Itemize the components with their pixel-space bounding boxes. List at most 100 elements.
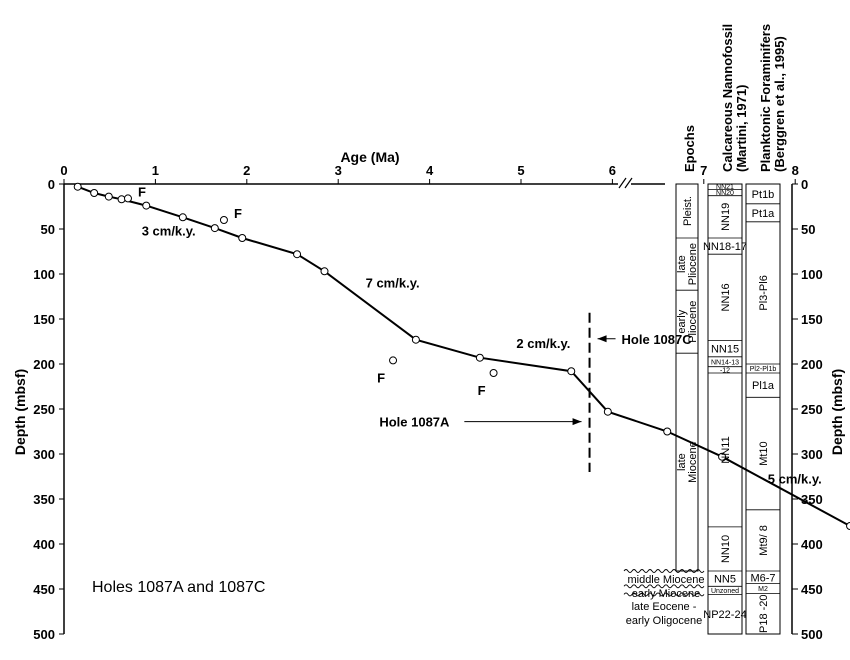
datum-point: [238, 234, 247, 242]
outlier-point: [123, 194, 132, 203]
hole-1087c-label: Hole 1087C: [622, 332, 693, 347]
right-y-tick-label: 100: [801, 267, 823, 282]
rate-label-3: 3 cm/k.y.: [142, 223, 196, 238]
x-axis-label: Age (Ma): [340, 149, 399, 165]
foram-header-1: Planktonic Foraminifers: [758, 24, 773, 172]
unconformity-line: [623, 584, 705, 589]
foram-column: [745, 183, 781, 635]
x-tick-label: 1: [152, 163, 159, 178]
hole-1087a-arrowhead: [572, 418, 582, 426]
x-tick-label: 6: [609, 163, 616, 178]
y-tick-label: 250: [33, 402, 55, 417]
right-y-tick-label: 450: [801, 582, 823, 597]
foram-zone-label: Pt1a: [752, 208, 776, 220]
nanno-zone-label: NN11: [720, 436, 732, 463]
y-tick-label: 0: [48, 177, 55, 192]
axis-break-mark: [624, 177, 633, 189]
datum-point: [73, 182, 82, 191]
epoch-late-eocene: late Eocene -: [632, 601, 697, 613]
right-y-tick-label: 500: [801, 627, 823, 642]
unconformity-line: [623, 569, 705, 573]
y-tick-label: 450: [33, 582, 55, 597]
outlier-flag: F: [478, 383, 486, 398]
axis-break-mark: [618, 177, 627, 189]
nanno-zone-label: -12: [720, 367, 730, 374]
hole-1087a-label: Hole 1087A: [379, 415, 450, 430]
y-axis-label: Depth (mbsf): [12, 369, 28, 455]
y-tick-label: 350: [33, 492, 55, 507]
nanno-zone-label: NN16: [720, 283, 732, 311]
nanno-zone-label: NN14-13: [711, 359, 739, 366]
y-tick-label: 200: [33, 357, 55, 372]
epoch-label: Miocene: [687, 441, 699, 483]
foram-zone-label: Pt1b: [752, 189, 775, 201]
x-tick-label: 4: [426, 163, 434, 178]
x-tick-label: 5: [517, 163, 524, 178]
nanno-header-2: (Martini, 1971): [734, 85, 749, 172]
right-y-axis-label: Depth (mbsf): [829, 369, 845, 455]
right-y-tick-label: 250: [801, 402, 823, 417]
datum-point: [178, 213, 187, 222]
outlier-point: [489, 369, 498, 377]
foram-zone-label: Pl2-Pl1b: [750, 366, 777, 373]
nanno-zone-label: NN21: [716, 184, 734, 191]
datum-point: [142, 201, 151, 210]
nanno-zone-label: Unzoned: [711, 588, 739, 595]
datum-point: [567, 367, 576, 376]
nanno-zone-label: NN10: [720, 535, 732, 563]
epochs-column: [675, 183, 699, 572]
epoch-label: Pliocene: [687, 243, 699, 285]
foram-zone-label: M6-7: [750, 572, 775, 584]
datum-point: [210, 224, 219, 233]
right-y-tick-label: 200: [801, 357, 823, 372]
foram-zone-label: Mt9/ 8: [758, 525, 770, 556]
x-tick-label: 7: [700, 163, 707, 178]
datum-point: [718, 452, 727, 461]
datum-point: [104, 192, 113, 201]
foram-zone-label: Pl3-Pl6: [758, 275, 770, 310]
unconformity-line: [623, 592, 705, 597]
nanno-header-1: Calcareous Nannofossil: [720, 24, 735, 172]
x-tick-label: 3: [335, 163, 342, 178]
outlier-point: [389, 356, 398, 365]
datum-point: [90, 189, 99, 197]
right-y-tick-label: 400: [801, 537, 823, 552]
epoch-label: late: [676, 453, 688, 471]
x-tick-label: 8: [792, 163, 799, 178]
rate-label-5: 5 cm/k.y.: [768, 472, 822, 487]
y-tick-label: 100: [33, 267, 55, 282]
y-tick-label: 300: [33, 447, 55, 462]
outlier-flag: F: [138, 184, 146, 199]
right-y-tick-label: 0: [801, 177, 808, 192]
epoch-label: early: [676, 309, 688, 333]
nanno-zone-label: NN5: [714, 574, 736, 586]
nanno-zone-label: NN15: [711, 344, 739, 356]
outlier-flag: F: [377, 370, 385, 385]
y-tick-label: 150: [33, 312, 55, 327]
epoch-early-miocene: early Miocene: [632, 588, 700, 600]
datum-point: [846, 522, 850, 530]
epoch-label: Pliocene: [687, 301, 699, 343]
y-tick-label: 50: [41, 222, 55, 237]
hole-1087c-arrowhead: [597, 335, 607, 343]
right-y-tick-label: 150: [801, 312, 823, 327]
rate-label-7: 7 cm/k.y.: [366, 276, 420, 291]
datum-point: [293, 250, 302, 259]
foram-zone-label: M2: [758, 586, 768, 593]
epoch-label: late: [676, 255, 688, 273]
datum-point: [663, 427, 672, 436]
epochs-header: Epochs: [682, 125, 697, 172]
right-y-tick-label: 50: [801, 222, 815, 237]
foram-zone-label: Pl1a: [752, 380, 775, 392]
outlier-flag: F: [234, 206, 242, 221]
epoch-early-oligocene: early Oligocene: [626, 615, 702, 627]
foram-zone-label: Mt10: [758, 441, 770, 465]
nanno-zone-label: NN19: [720, 203, 732, 231]
holes-note: Holes 1087A and 1087C: [92, 579, 265, 596]
right-y-tick-label: 300: [801, 447, 823, 462]
x-tick-label: 0: [60, 163, 67, 178]
y-tick-label: 400: [33, 537, 55, 552]
y-tick-label: 500: [33, 627, 55, 642]
epoch-label: Pleist.: [682, 196, 694, 226]
